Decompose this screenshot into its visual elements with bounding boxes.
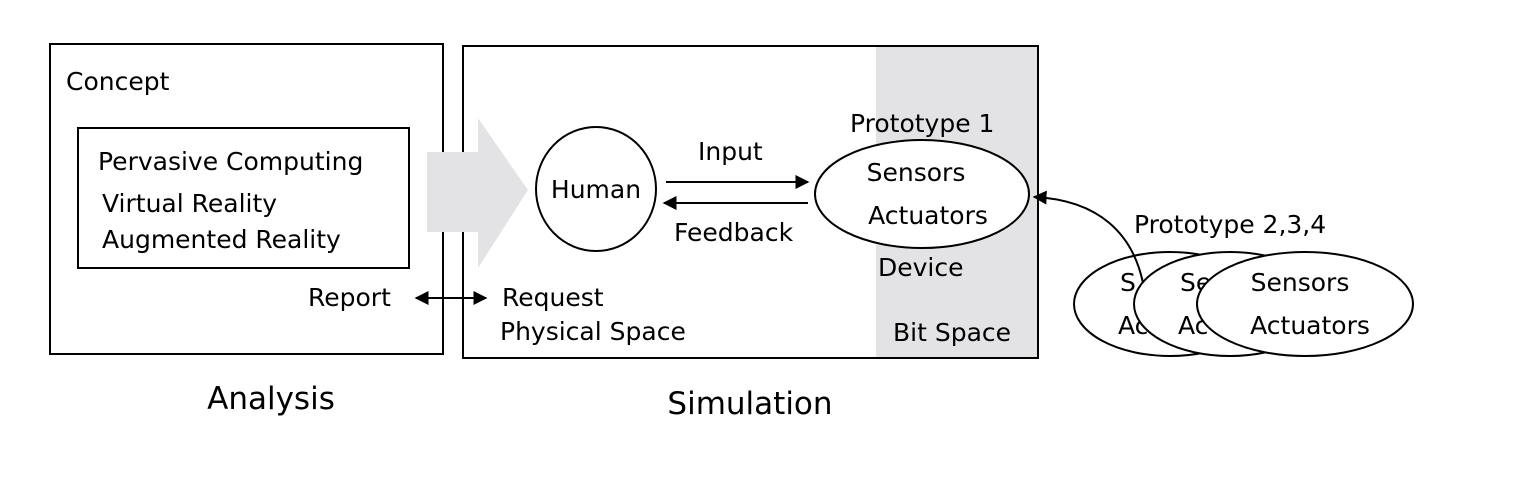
prototype4-sensors-label: Sensors <box>1251 268 1350 297</box>
human-node <box>535 126 657 252</box>
concept-box <box>77 127 410 269</box>
prototype2-line1: S <box>1120 268 1136 297</box>
human-label: Human <box>551 175 641 204</box>
simulation-panel: Bit Space Device Prototype 1 Human Senso… <box>462 45 1039 359</box>
prototype1-sensors-label: Sensors <box>867 158 966 187</box>
analysis-panel: Concept Pervasive Computing Virtual Real… <box>49 43 444 355</box>
transition-arrow <box>427 118 528 268</box>
prototype4-ellipse <box>1196 251 1414 357</box>
report-label: Report <box>308 283 391 312</box>
prototypes-group: Prototype 2,3,4 S Ac Se Ac Sensors Actua… <box>1073 210 1414 357</box>
concept-item-pervasive-computing: Pervasive Computing <box>98 147 363 176</box>
physical-space-label: Physical Space <box>500 317 686 346</box>
prototype1-device-node <box>814 139 1030 249</box>
prototype-feedback-arrow <box>1032 190 1144 284</box>
concept-item-augmented-reality: Augmented Reality <box>102 225 341 254</box>
device-label: Device <box>878 253 964 282</box>
analysis-caption: Analysis <box>207 381 335 417</box>
prototype1-title: Prototype 1 <box>850 109 994 138</box>
concept-item-virtual-reality: Virtual Reality <box>102 189 277 218</box>
request-label: Request <box>502 283 604 312</box>
prototypes-title: Prototype 2,3,4 <box>1134 210 1326 239</box>
prototype4-actuators-label: Actuators <box>1250 311 1370 340</box>
prototype1-actuators-label: Actuators <box>868 201 988 230</box>
feedback-label: Feedback <box>674 218 794 247</box>
concept-label: Concept <box>66 67 170 96</box>
bit-space-label: Bit Space <box>893 318 1011 347</box>
simulation-caption: Simulation <box>667 386 832 422</box>
input-label: Input <box>698 137 763 166</box>
